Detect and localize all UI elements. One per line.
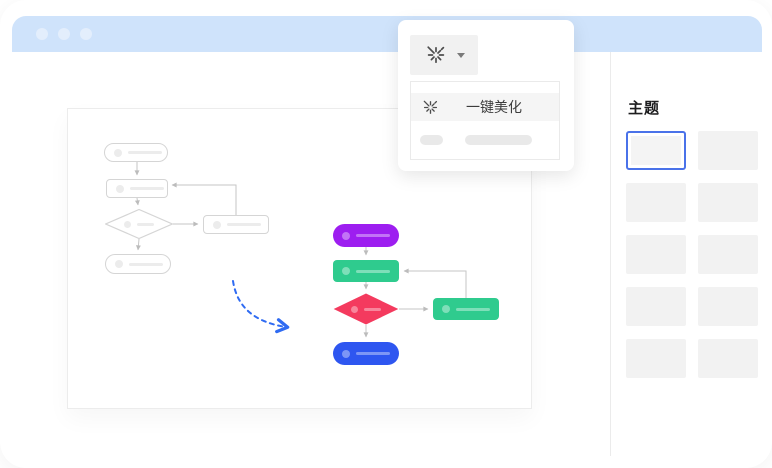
beautify-toolbar-button[interactable] [410,35,478,75]
after-process-node[interactable] [333,260,399,282]
theme-swatch[interactable] [626,235,686,274]
menu-item-label: 一键美化 [466,99,522,115]
flowchart-before [68,109,531,408]
theme-swatch[interactable] [626,339,686,378]
menu-item-skeleton [411,135,559,145]
theme-swatch[interactable] [698,339,758,378]
theme-panel-title: 主题 [628,100,661,117]
before-terminator-node[interactable] [104,143,168,162]
window-dot-icon [58,28,70,40]
theme-swatch[interactable] [626,287,686,326]
theme-swatch[interactable] [698,183,758,222]
menu-item-beautify[interactable]: 一键美化 [411,93,559,121]
theme-swatch[interactable] [626,183,686,222]
after-terminator-node[interactable] [333,342,399,365]
before-decision-node[interactable] [105,209,173,239]
beautify-starburst-icon [426,46,444,64]
after-decision-node[interactable] [333,293,399,325]
window-dot-icon [80,28,92,40]
theme-swatch-selected[interactable] [626,131,686,170]
beautify-dropdown-menu: 一键美化 [410,81,560,160]
before-terminator-node[interactable] [105,254,171,274]
skeleton-pill [420,135,443,145]
before-process-node[interactable] [203,215,269,234]
after-terminator-node[interactable] [333,224,399,247]
beautify-popup: 一键美化 [398,20,574,171]
caret-down-icon [456,52,465,58]
theme-swatch-grid [626,131,758,378]
before-process-node[interactable] [106,179,168,198]
theme-swatch[interactable] [698,287,758,326]
sidebar-divider [610,52,611,456]
theme-swatch[interactable] [698,235,758,274]
theme-swatch[interactable] [698,131,758,170]
after-process-node[interactable] [433,298,499,320]
beautify-starburst-icon [423,100,438,114]
window-dot-icon [36,28,48,40]
flowchart-after [68,109,531,408]
skeleton-pill [465,135,532,145]
browser-header-bar [12,16,762,52]
